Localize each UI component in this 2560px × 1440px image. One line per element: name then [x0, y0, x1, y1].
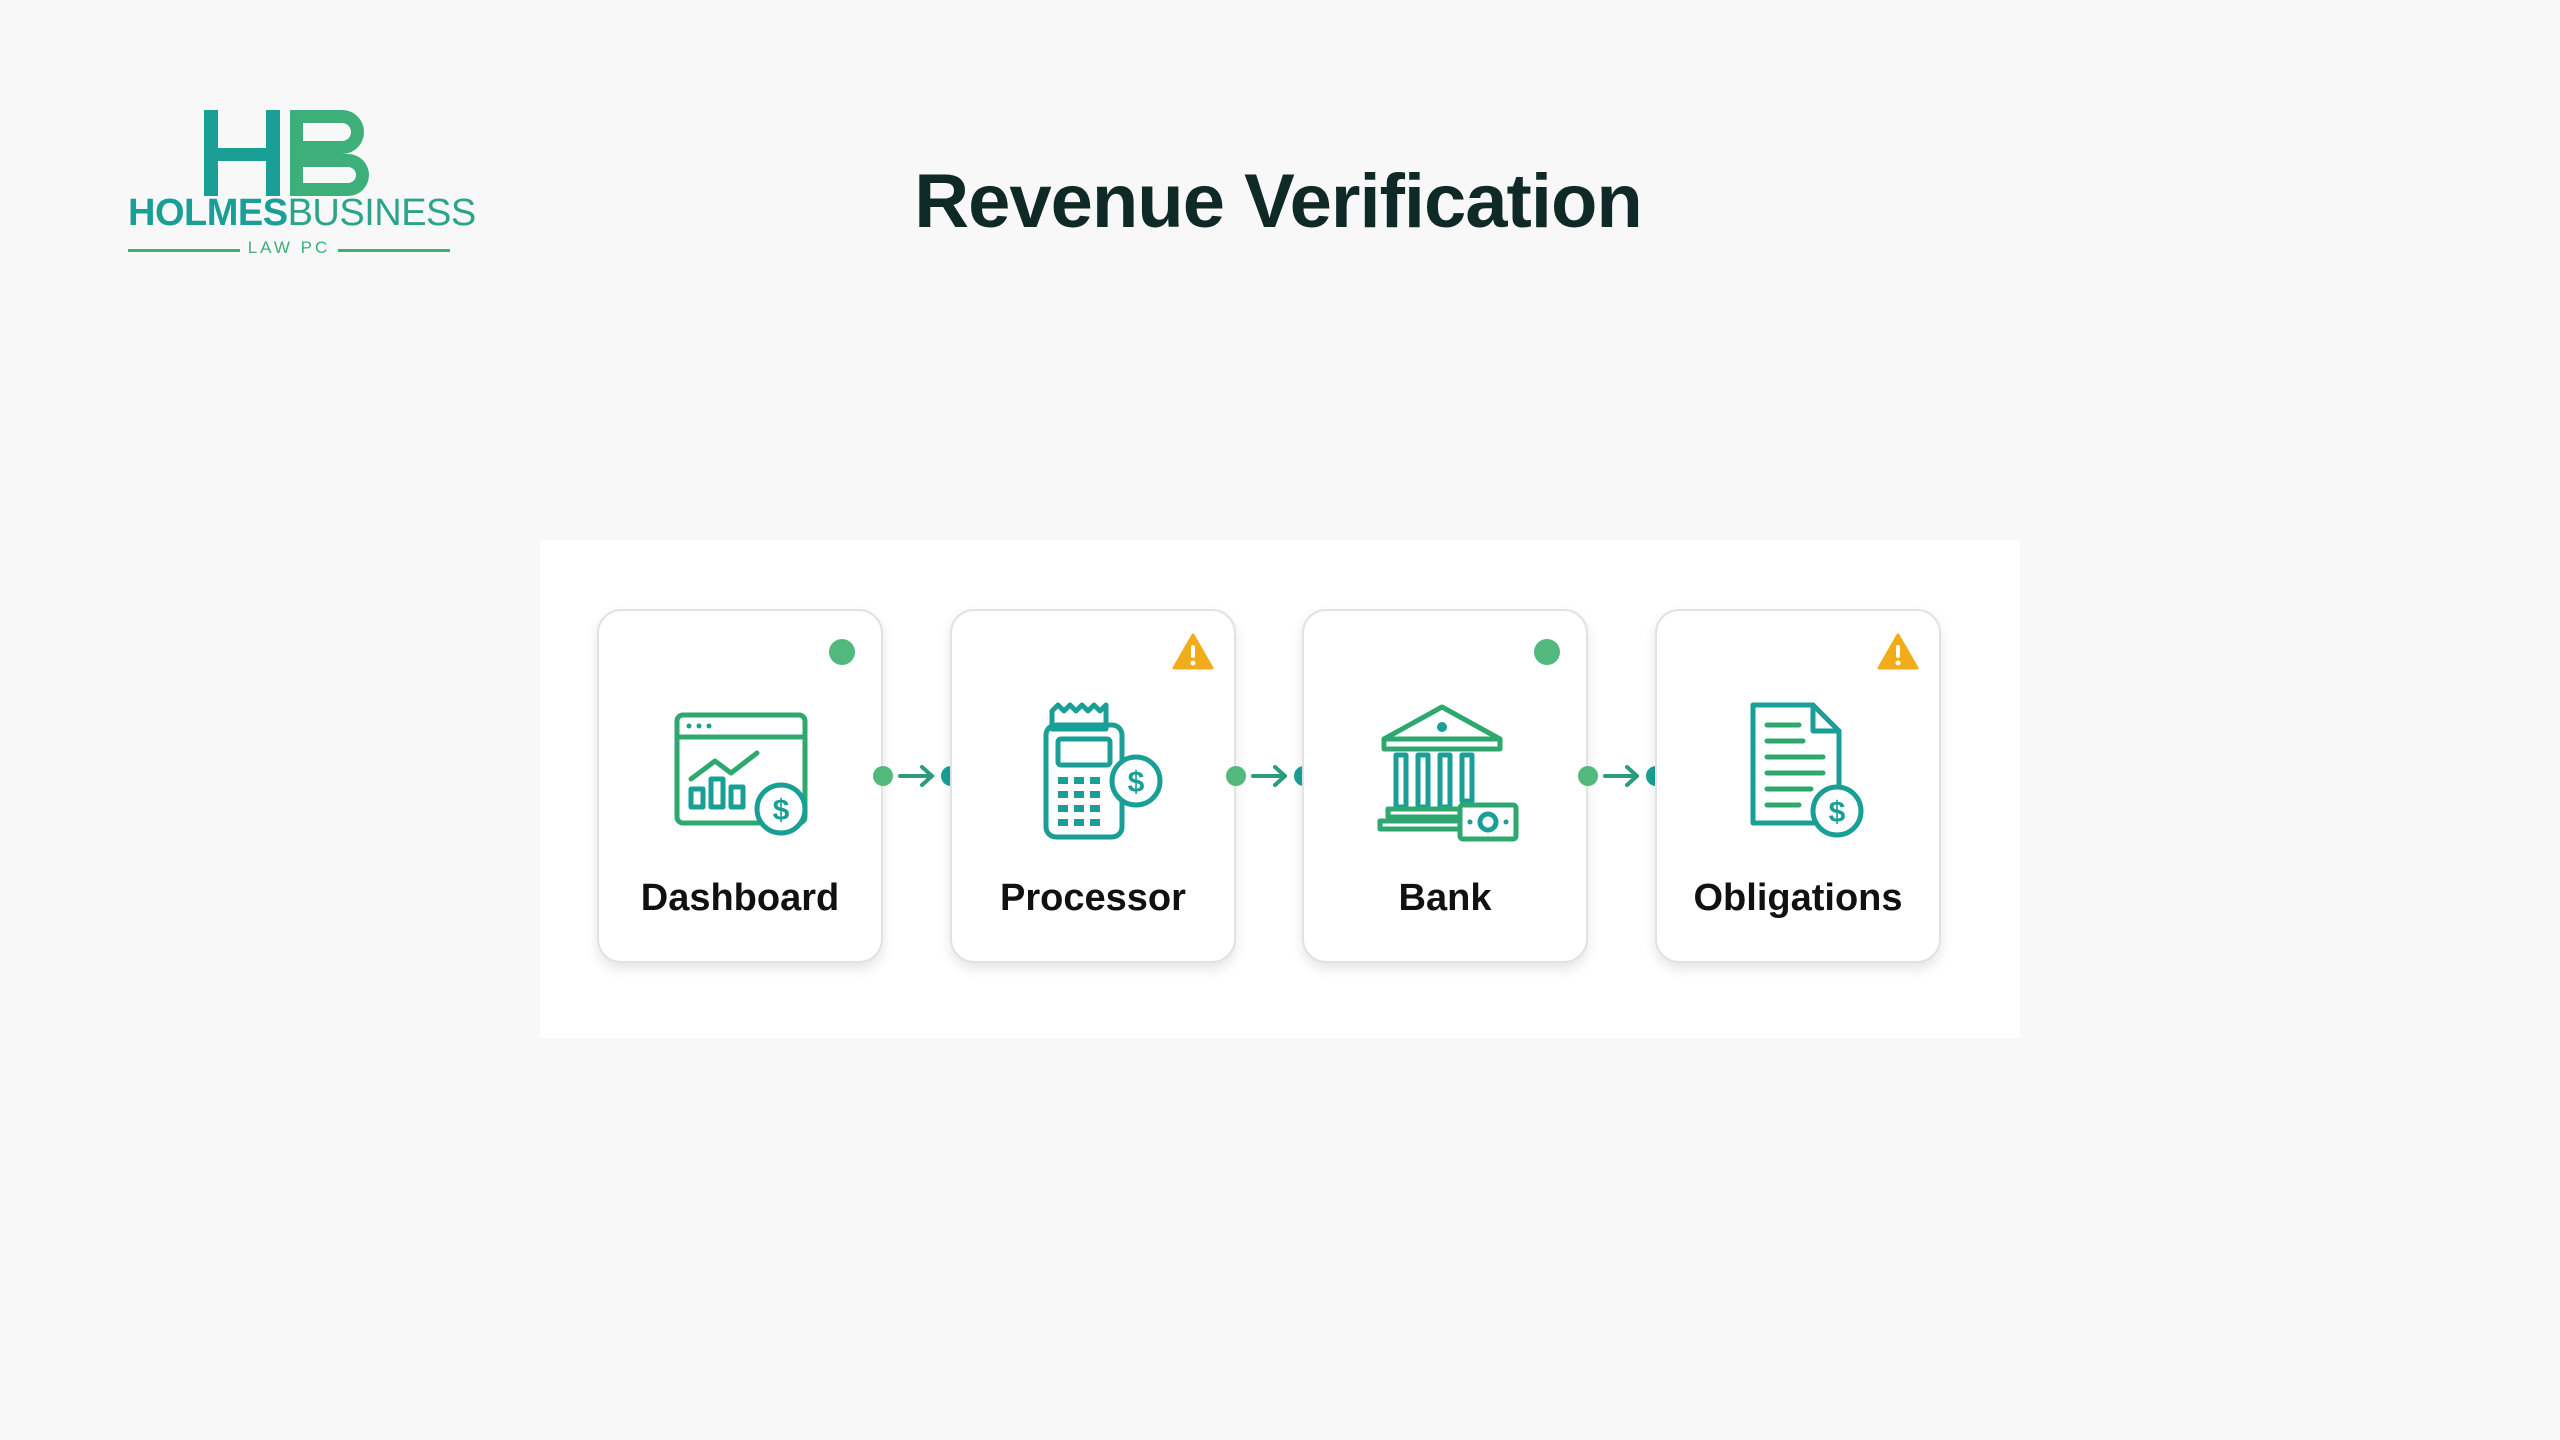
- status-ok-dot: [829, 639, 855, 665]
- svg-text:$: $: [1829, 796, 1846, 829]
- step-card-processor[interactable]: $ Processor: [950, 609, 1236, 963]
- step-label: Obligations: [1693, 877, 1903, 919]
- svg-text:$: $: [773, 794, 790, 827]
- step-label: Processor: [1000, 877, 1186, 919]
- step-card-obligations[interactable]: $ Obligations: [1655, 609, 1941, 963]
- flow-arrow-connector: [873, 765, 961, 787]
- hb-monogram: [204, 110, 369, 196]
- status-ok-dot: [1534, 639, 1560, 665]
- company-logo: HOLMESBUSINESS LAW PC: [128, 108, 476, 257]
- bank-building-cash-icon: [1377, 704, 1519, 842]
- logo-subtitle: LAW PC: [128, 238, 450, 258]
- warning-icon: [1877, 633, 1919, 670]
- flow-arrow-connector: [1578, 765, 1666, 787]
- svg-text:$: $: [1128, 766, 1145, 799]
- card-terminal-dollar-icon: $: [1043, 702, 1163, 840]
- step-label: Bank: [1398, 877, 1492, 919]
- step-label: Dashboard: [640, 877, 840, 919]
- page-title: Revenue Verification: [914, 159, 1643, 244]
- step-card-dashboard[interactable]: $ Dashboard: [597, 609, 883, 963]
- document-dollar-icon: $: [1750, 702, 1864, 838]
- dashboard-chart-dollar-icon: $: [674, 712, 808, 836]
- warning-icon: [1172, 633, 1214, 670]
- logo-wordmark: HOLMESBUSINESS: [128, 192, 476, 234]
- step-card-bank[interactable]: Bank: [1302, 609, 1588, 963]
